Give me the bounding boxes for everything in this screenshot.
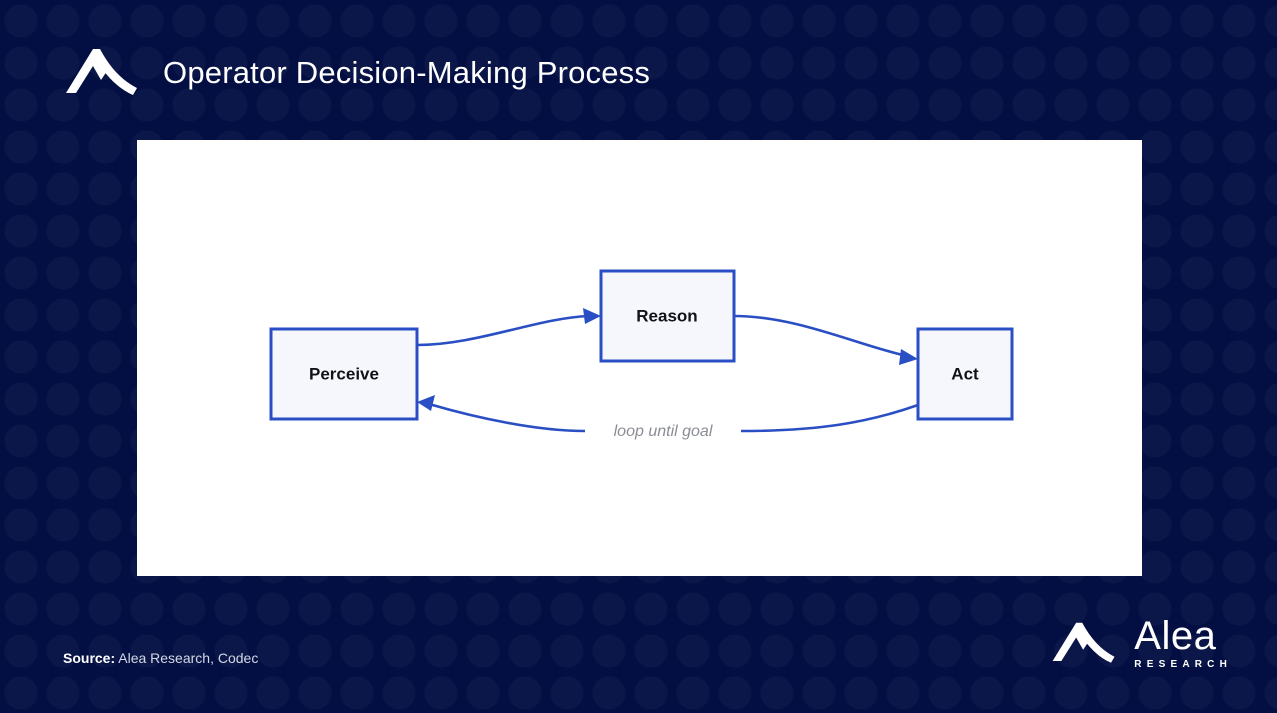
source-label: Source: — [63, 650, 116, 666]
source-line: Source: Alea Research, Codec — [63, 650, 258, 666]
edge-act-to-perceive-right — [740, 403, 919, 433]
edge-reason-to-act-arrowhead — [899, 349, 918, 365]
node-reason-box[interactable] — [599, 269, 736, 363]
edge-act-to-perceive-arrowhead — [417, 395, 435, 411]
node-act[interactable]: Act — [916, 327, 1014, 421]
edge-perceive-to-reason — [416, 314, 590, 347]
page-title: Operator Decision-Making Process — [163, 54, 651, 90]
loop-until-goal-label: loop until goal — [614, 423, 713, 440]
node-perceive-label: Perceive — [309, 364, 379, 383]
alea-logo-mark-icon — [1050, 617, 1118, 670]
footer-wordmark: Alea RESEARCH — [1134, 614, 1232, 671]
slide-header: Operator Decision-Making Process — [63, 44, 650, 101]
node-reason[interactable]: Reason — [599, 269, 736, 363]
node-act-label: Act — [951, 364, 979, 383]
edge-act-to-perceive-left — [428, 402, 586, 433]
footer-brand: Alea RESEARCH — [1050, 614, 1232, 671]
node-reason-label: Reason — [636, 306, 697, 325]
edge-reason-to-act — [733, 314, 908, 358]
diagram-panel: loop until goal Perceive Reason Act — [137, 140, 1142, 576]
source-value: Alea Research, Codec — [118, 650, 259, 666]
edge-perceive-to-reason-arrowhead — [583, 308, 601, 324]
node-perceive[interactable]: Perceive — [269, 327, 419, 421]
footer-brand-sub: RESEARCH — [1134, 659, 1232, 671]
footer-brand-name: Alea — [1134, 614, 1217, 658]
flow-diagram: loop until goal Perceive Reason Act — [269, 269, 1014, 440]
node-perceive-box[interactable] — [269, 327, 419, 421]
alea-logo-mark-icon — [63, 44, 141, 101]
node-act-box[interactable] — [916, 327, 1014, 421]
